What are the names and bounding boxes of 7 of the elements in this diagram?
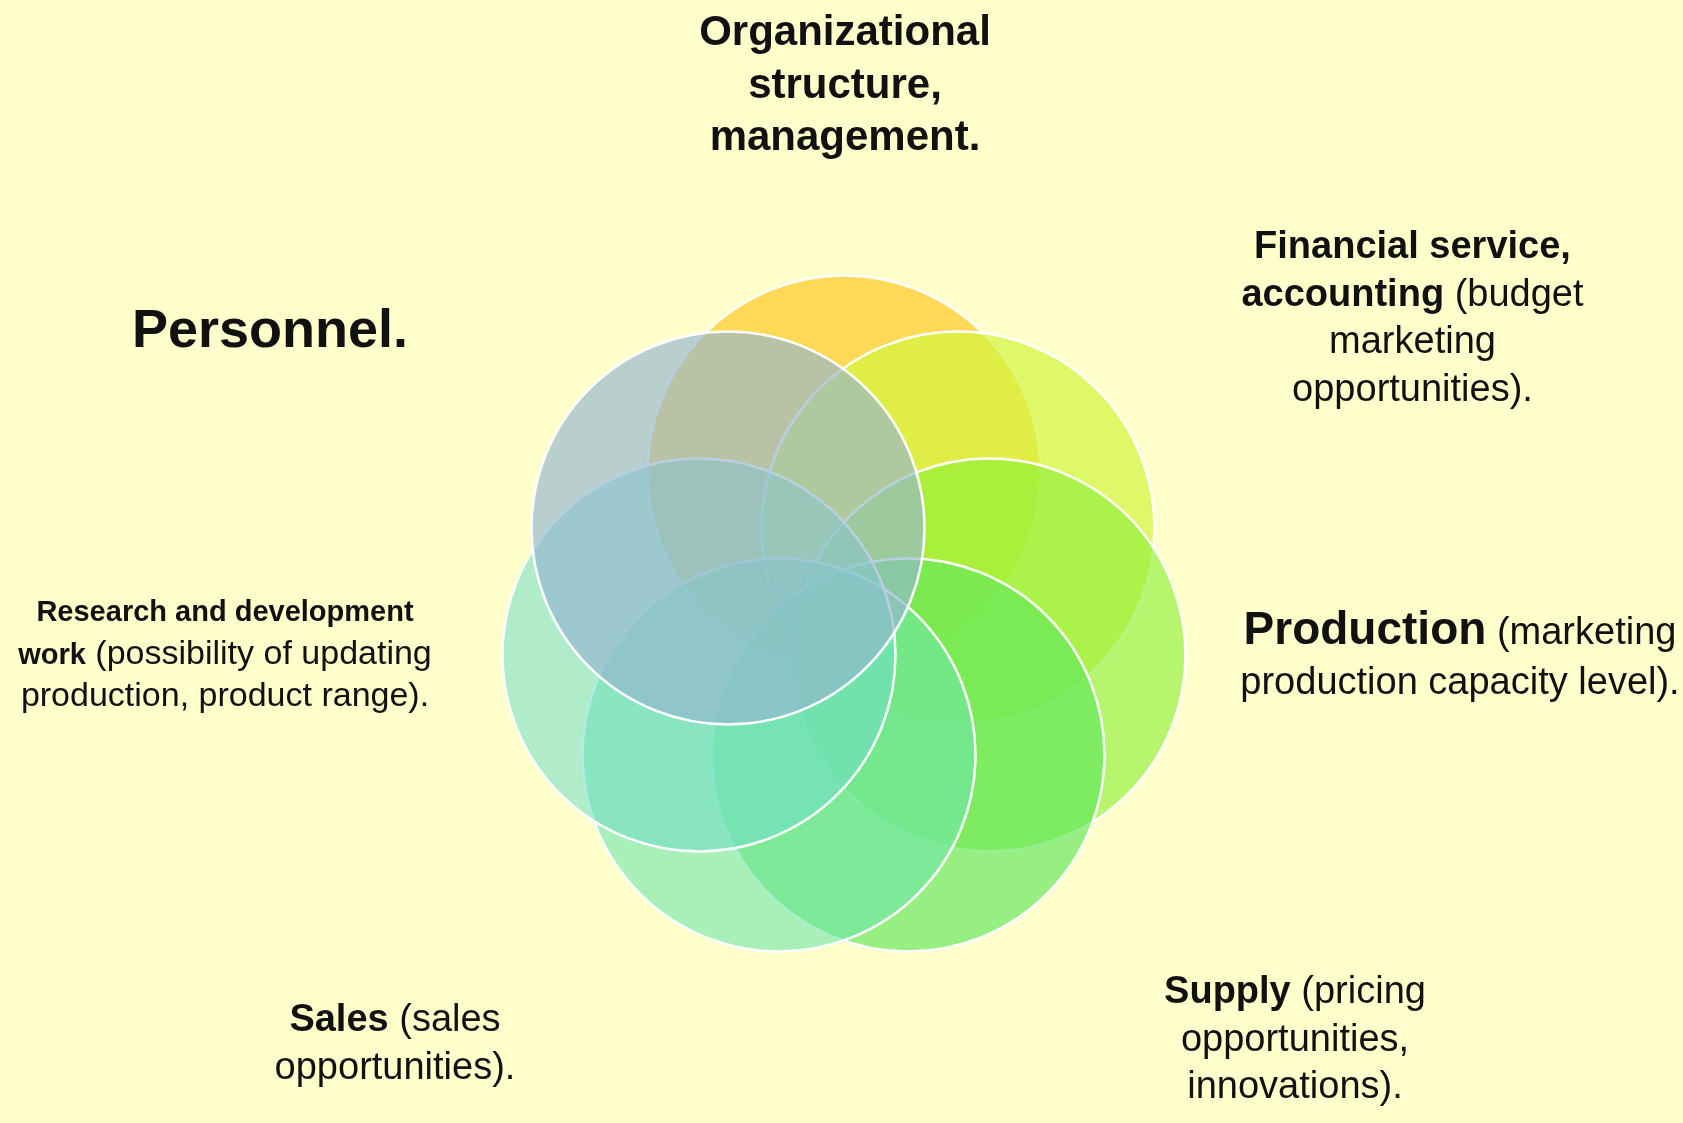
area-label: Supply (pricing opportunities, innovations). — [1163, 968, 1427, 1108]
area-label: Production (marketing production capacity level). — [1240, 601, 1680, 704]
area-label: Personnel. — [130, 297, 410, 360]
area-label: Research and development work (possibility of updating production, product range). — [17, 594, 433, 715]
area-label: Organizational structure, management. — [698, 6, 992, 161]
area-label: Financial service, accounting (budget marketing opportunities). — [1240, 223, 1585, 411]
area-label: Sales (sales opportunities). — [273, 996, 517, 1089]
